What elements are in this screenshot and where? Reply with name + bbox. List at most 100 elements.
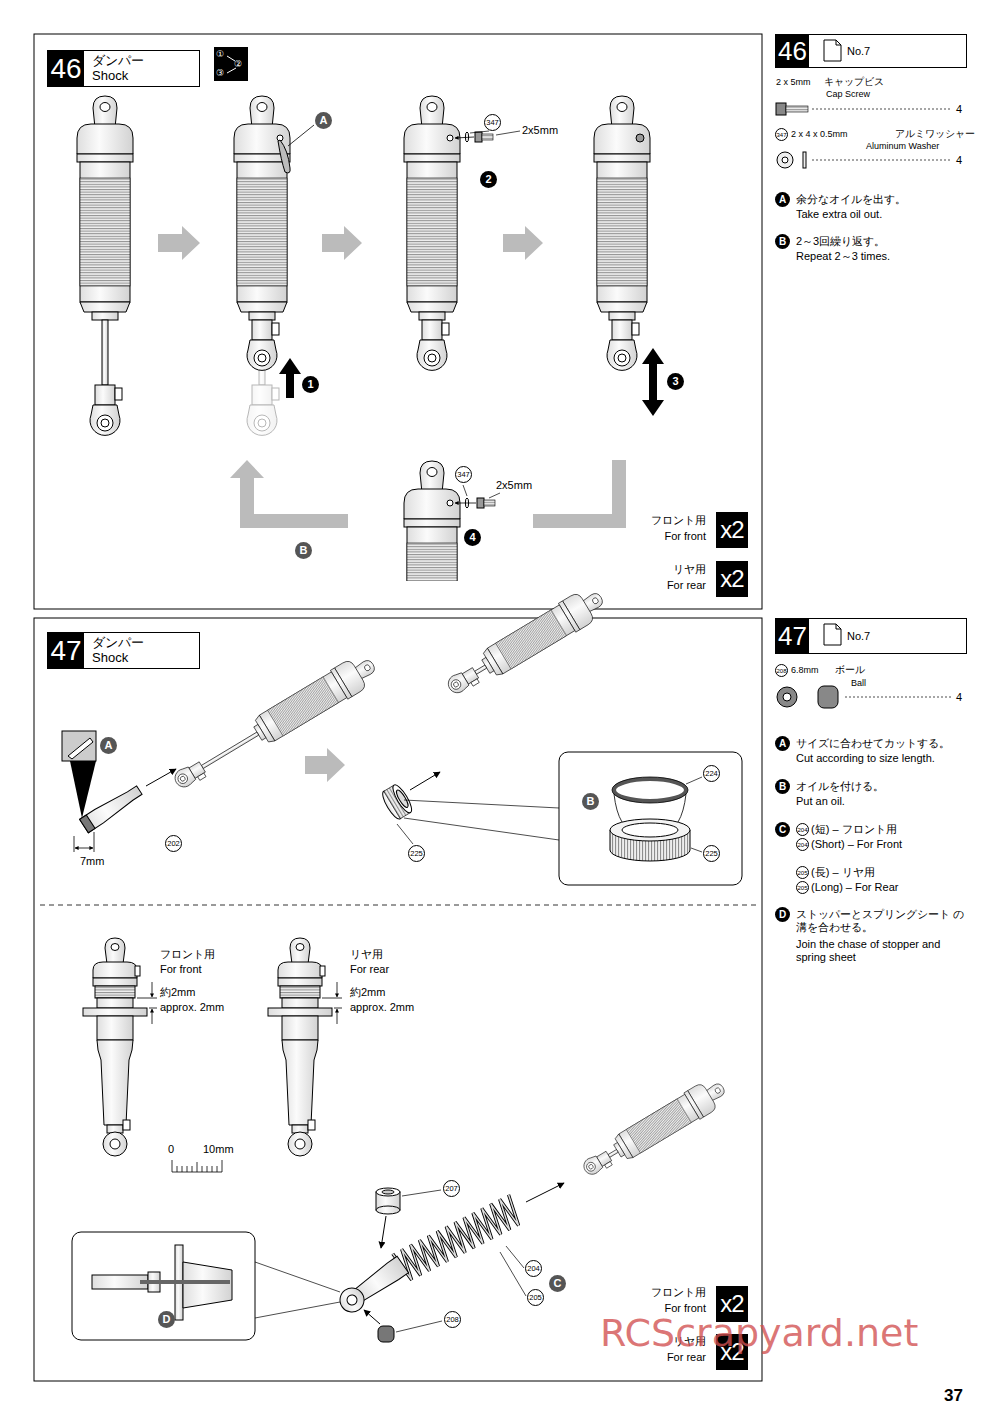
line-art	[75, 848, 84, 849]
spring	[393, 1195, 523, 1283]
line-art	[335, 1283, 368, 1316]
line-art	[818, 686, 838, 708]
note-text: 0	[168, 1143, 174, 1156]
shock-bleed	[404, 96, 460, 370]
part-number: 202	[165, 835, 182, 852]
line-art	[782, 157, 788, 163]
line-art	[475, 665, 487, 674]
note-text: オイルを付ける。	[796, 780, 884, 793]
step-number: 3	[667, 373, 684, 390]
part-spec: 2 x 4 x 0.5mm	[791, 129, 848, 139]
part-spec: Aluminum Washer	[866, 141, 939, 151]
note-text: 2～3回繰り返す。	[796, 235, 885, 248]
part-spec: Cap Screw	[826, 89, 870, 99]
detail-inset	[559, 752, 742, 885]
line-art	[102, 320, 108, 385]
line-art	[777, 687, 797, 707]
line-art	[610, 819, 690, 841]
line-art	[404, 800, 559, 808]
line-art	[622, 823, 678, 837]
line-art	[80, 815, 95, 833]
note-letter: B	[775, 234, 790, 249]
parts-header: 46No.7	[775, 34, 967, 68]
line-art	[475, 132, 482, 142]
washer-screw	[447, 131, 520, 142]
line-art	[614, 794, 686, 822]
line-art	[417, 320, 449, 370]
leader-line	[255, 1190, 526, 1332]
callout-letter: A	[100, 737, 117, 754]
note-text: 4	[956, 103, 962, 116]
line-art	[337, 1009, 338, 1024]
line-art	[72, 1232, 255, 1340]
part-number: 347	[484, 114, 501, 131]
line-art	[234, 96, 290, 320]
part-number: 225	[703, 845, 720, 862]
line-art	[393, 1195, 523, 1283]
washer-icon	[777, 152, 806, 168]
line-art	[202, 1166, 203, 1172]
line-art	[77, 96, 133, 320]
part-number: 208	[444, 1311, 461, 1328]
part-number: 205	[796, 881, 809, 894]
step-number: 1	[302, 376, 319, 393]
line-art	[803, 152, 806, 168]
line-art	[337, 982, 338, 997]
step-title: No.7	[847, 630, 870, 642]
line-art	[470, 131, 489, 133]
line-art	[364, 1310, 380, 1324]
note-letter: B	[775, 779, 790, 794]
note-text: Cut according to size length.	[796, 752, 935, 765]
line-art	[382, 1190, 394, 1194]
line-art	[140, 1280, 230, 1284]
line-art	[455, 137, 474, 138]
rear-shock	[268, 938, 332, 1156]
note-text: For rear	[667, 579, 706, 592]
screw-icon	[776, 103, 808, 115]
line-art	[80, 783, 144, 832]
line-art	[691, 848, 702, 852]
line-art	[824, 624, 841, 645]
line-art	[207, 1166, 208, 1172]
dimension	[137, 982, 342, 1024]
line-art	[197, 1162, 198, 1172]
line-art	[482, 134, 493, 140]
line-art	[255, 1302, 340, 1318]
leader-line	[397, 800, 559, 844]
part-name: キャップビス	[824, 76, 884, 88]
callout-letter: B	[582, 793, 599, 810]
line-art	[489, 493, 500, 498]
line-art	[68, 738, 93, 759]
line-art	[410, 772, 440, 790]
step-label: 46	[48, 51, 84, 86]
line-art	[192, 1166, 193, 1172]
part-number: 208	[775, 664, 788, 677]
line-art	[149, 1008, 157, 1009]
line-art	[836, 624, 841, 629]
line-art	[158, 226, 200, 260]
step-frame	[34, 34, 762, 609]
front-shock	[83, 938, 147, 1156]
line-art	[812, 160, 952, 161]
part-number: 204	[796, 823, 809, 836]
line-art	[404, 818, 559, 840]
line-art	[395, 789, 410, 809]
shock-assembly	[441, 583, 610, 703]
callout-letter: A	[315, 112, 332, 129]
line-art	[172, 1160, 173, 1172]
line-art	[393, 1195, 523, 1283]
line-art	[581, 1149, 614, 1178]
line-art	[152, 1009, 153, 1024]
spring-collar	[379, 783, 414, 822]
line-art	[90, 385, 122, 435]
line-art	[477, 498, 484, 508]
line-art	[614, 779, 686, 801]
note-text: 10mm	[203, 1143, 234, 1156]
step-title: ダンパー Shock	[84, 633, 166, 668]
order-digit: ①	[216, 49, 224, 59]
line-art	[612, 777, 688, 803]
line-art	[786, 106, 808, 112]
note-text: 7mm	[80, 855, 104, 868]
line-art	[334, 1008, 342, 1009]
